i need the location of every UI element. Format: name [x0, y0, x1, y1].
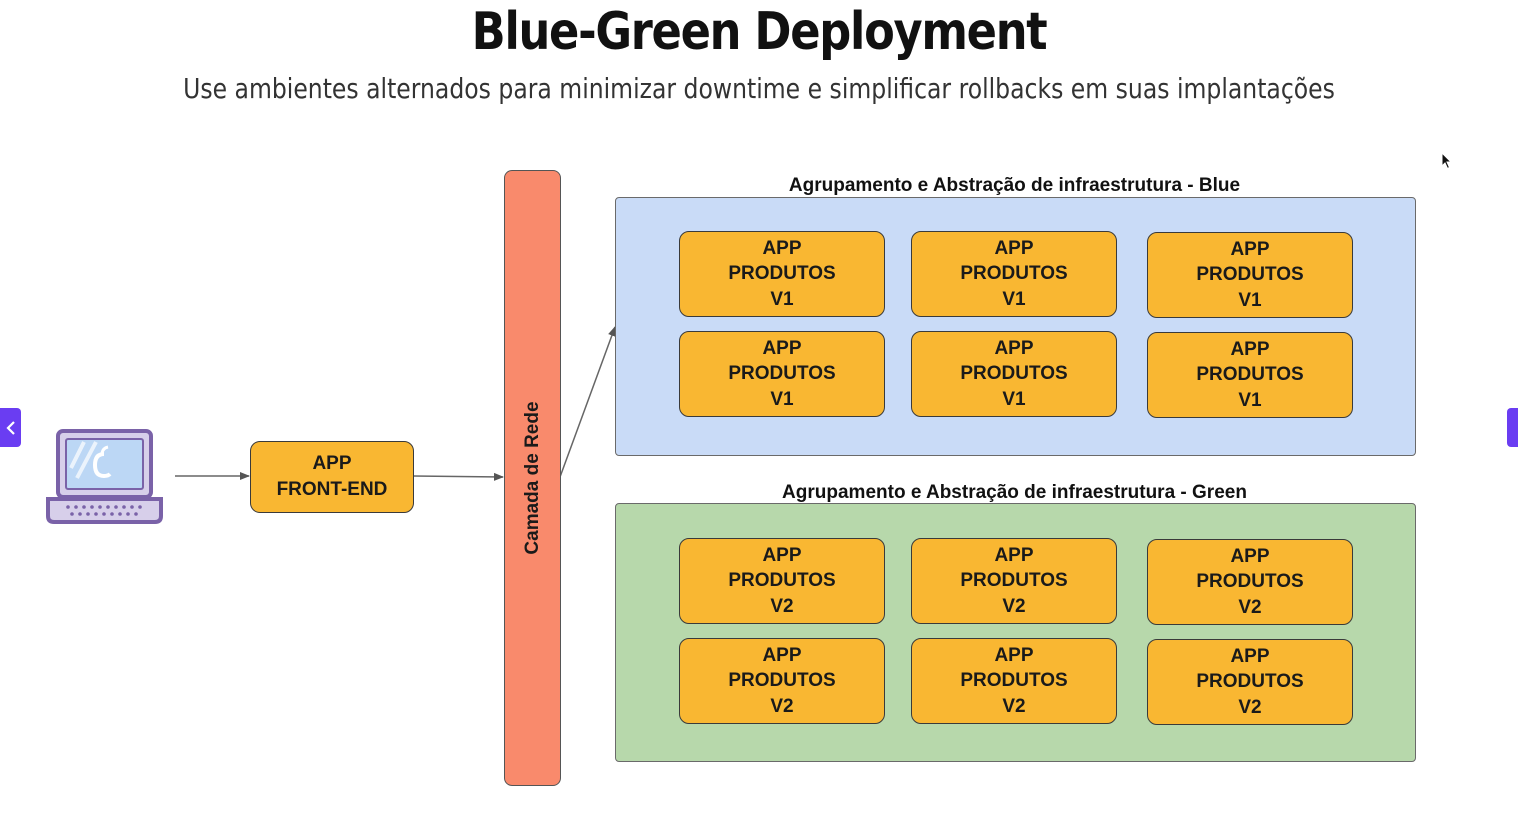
app-line1: APP: [1230, 338, 1270, 360]
green-app-box: APP PRODUTOS V2: [679, 538, 885, 624]
app-line2: PRODUTOS: [728, 670, 836, 692]
app-line1: APP: [762, 237, 802, 259]
blue-app-box: APP PRODUTOS V1: [911, 331, 1117, 417]
green-app-box: APP PRODUTOS V2: [679, 638, 885, 724]
app-version: V1: [1002, 288, 1026, 310]
prev-slide-button[interactable]: [0, 408, 21, 447]
green-app-box: APP PRODUTOS V2: [1147, 539, 1353, 625]
app-line1: APP: [994, 337, 1034, 359]
frontend-app-line2: FRONT-END: [276, 479, 388, 500]
app-version: V1: [770, 388, 794, 410]
app-version: V2: [1238, 596, 1262, 618]
frontend-app-box: APP FRONT-END: [250, 441, 414, 513]
app-line1: APP: [762, 644, 802, 666]
green-group-title: Agrupamento e Abstração de infraestrutur…: [782, 482, 1247, 503]
blue-app-box: APP PRODUTOS V1: [1147, 232, 1353, 318]
app-line1: APP: [1230, 645, 1270, 667]
app-version: V2: [1238, 696, 1262, 718]
next-slide-button[interactable]: [1507, 408, 1518, 447]
network-layer: Camada de Rede: [504, 170, 561, 786]
app-version: V2: [1002, 695, 1026, 717]
green-app-box: APP PRODUTOS V2: [911, 638, 1117, 724]
app-version: V2: [770, 695, 794, 717]
frontend-app-line1: APP: [312, 453, 352, 474]
blue-app-box: APP PRODUTOS V1: [911, 231, 1117, 317]
network-layer-label: Camada de Rede: [521, 401, 543, 555]
app-version: V2: [1002, 595, 1026, 617]
app-line2: PRODUTOS: [960, 363, 1068, 385]
laptop-icon: [46, 429, 163, 524]
blue-app-box: APP PRODUTOS V1: [679, 231, 885, 317]
app-line1: APP: [762, 337, 802, 359]
app-line2: PRODUTOS: [1196, 364, 1304, 386]
app-line1: APP: [994, 237, 1034, 259]
app-version: V1: [1002, 388, 1026, 410]
app-line2: PRODUTOS: [728, 263, 836, 285]
app-version: V1: [1238, 389, 1262, 411]
app-line2: PRODUTOS: [728, 363, 836, 385]
app-line1: APP: [762, 544, 802, 566]
green-app-box: APP PRODUTOS V2: [911, 538, 1117, 624]
arrow-frontend-to-network: [412, 472, 504, 481]
mouse-cursor-icon: [1441, 152, 1453, 170]
app-version: V2: [770, 595, 794, 617]
app-line1: APP: [1230, 238, 1270, 260]
page-subtitle: Use ambientes alternados para minimizar …: [183, 72, 1335, 105]
app-version: V1: [770, 288, 794, 310]
app-line1: APP: [1230, 545, 1270, 567]
green-app-box: APP PRODUTOS V2: [1147, 639, 1353, 725]
app-line1: APP: [994, 544, 1034, 566]
blue-app-box: APP PRODUTOS V1: [1147, 332, 1353, 418]
page-title: Blue-Green Deployment: [471, 2, 1048, 62]
arrow-network-to-blue: [559, 326, 616, 478]
app-line2: PRODUTOS: [1196, 671, 1304, 693]
blue-group-title: Agrupamento e Abstração de infraestrutur…: [788, 175, 1241, 196]
app-line2: PRODUTOS: [1196, 571, 1304, 593]
app-line2: PRODUTOS: [960, 670, 1068, 692]
app-line1: APP: [994, 644, 1034, 666]
app-line2: PRODUTOS: [728, 570, 836, 592]
app-version: V1: [1238, 289, 1262, 311]
app-line2: PRODUTOS: [960, 570, 1068, 592]
app-line2: PRODUTOS: [960, 263, 1068, 285]
blue-app-box: APP PRODUTOS V1: [679, 331, 885, 417]
chevron-left-icon: [5, 420, 15, 435]
app-line2: PRODUTOS: [1196, 264, 1304, 286]
